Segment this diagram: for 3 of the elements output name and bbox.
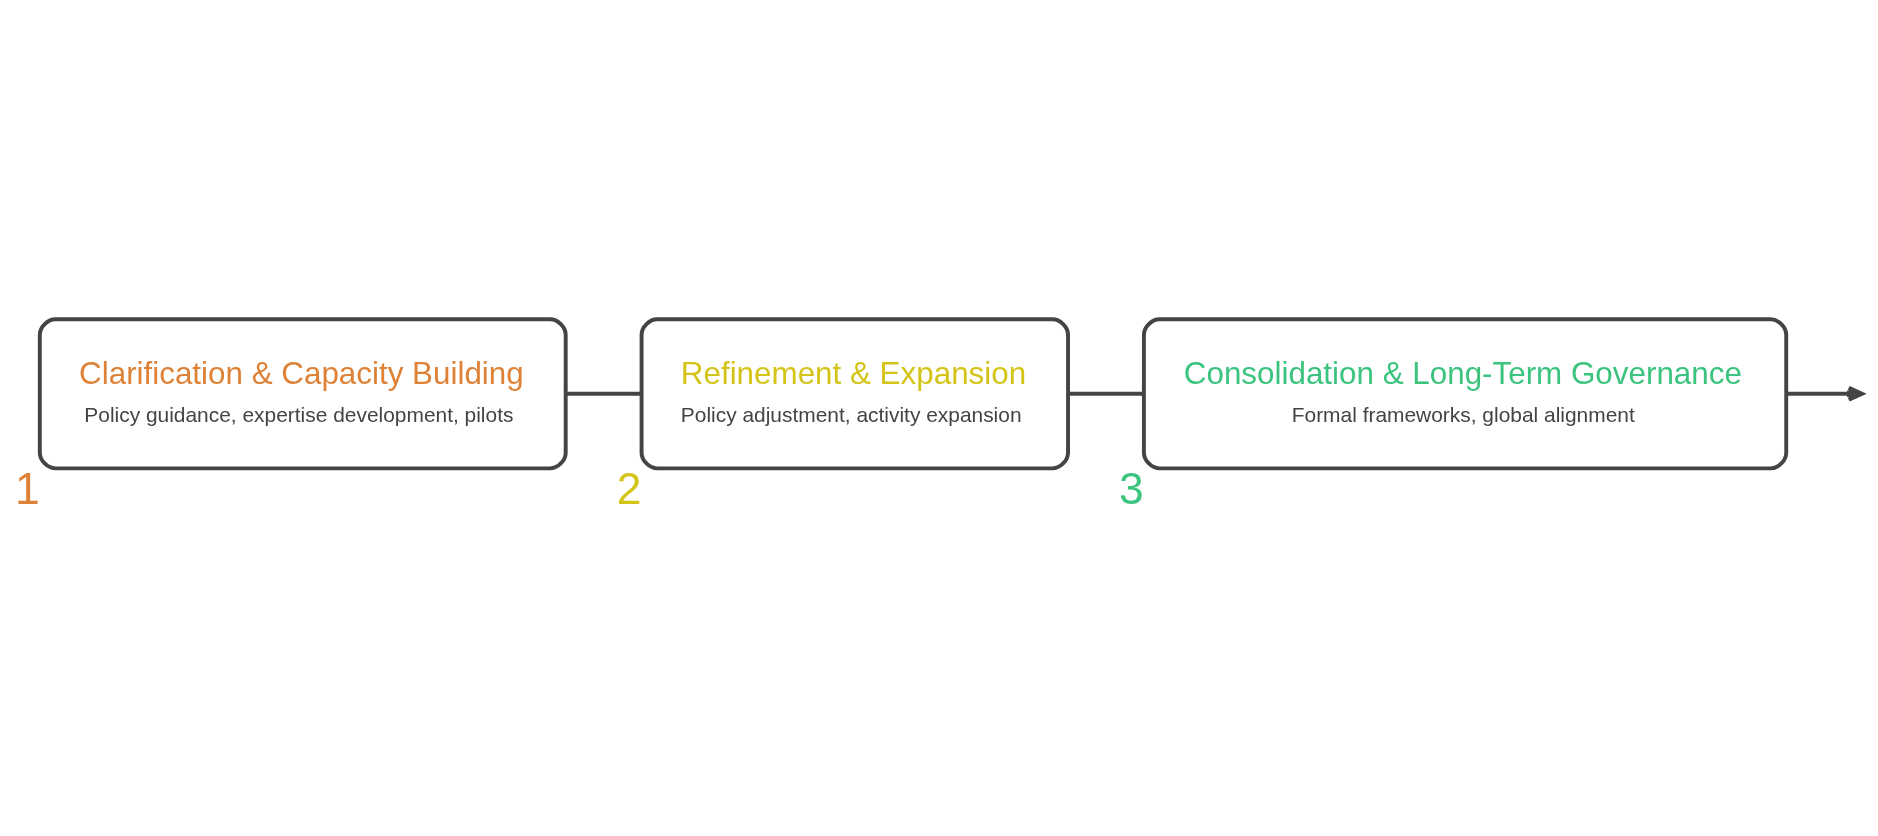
node-label: 1: [14, 463, 40, 513]
node-label: 2: [616, 463, 642, 513]
node-label: 3: [1119, 463, 1144, 513]
